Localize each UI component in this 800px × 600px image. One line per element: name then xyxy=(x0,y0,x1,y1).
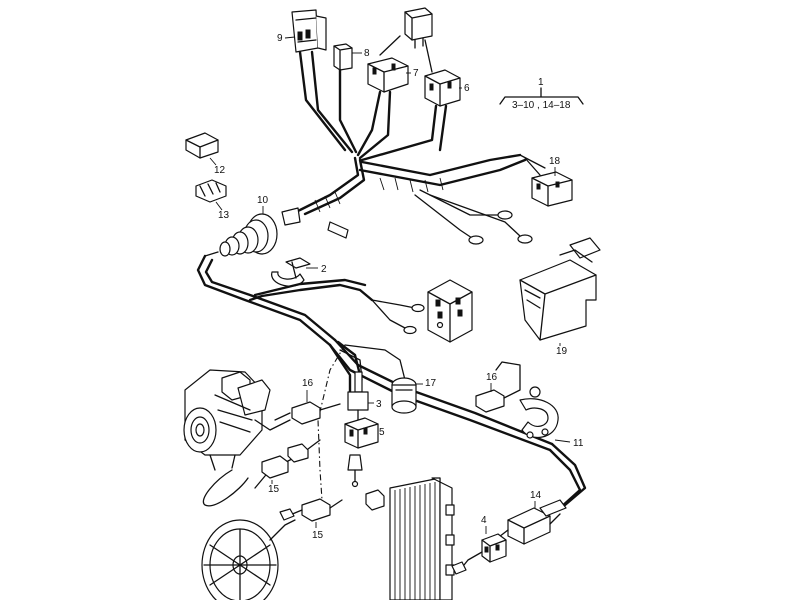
callout-17: 17 xyxy=(425,378,437,389)
main-harness xyxy=(281,153,546,245)
callout-15-b: 15 xyxy=(312,530,324,541)
connector-4-icon xyxy=(451,533,507,575)
callout-15-a: 15 xyxy=(268,484,280,495)
lower-harness xyxy=(196,254,587,510)
sensor-16-left-icon xyxy=(274,401,341,425)
callout-8: 8 xyxy=(364,48,370,59)
connector-15-b-icon xyxy=(279,498,343,522)
callout-4: 4 xyxy=(481,515,487,526)
relay-base-6-icon xyxy=(424,69,461,107)
grommet-10-icon xyxy=(204,213,278,257)
callout-16-right: 16 xyxy=(486,372,498,383)
callout-3: 3 xyxy=(376,399,382,410)
callout-11: 11 xyxy=(573,438,584,449)
callout-10: 10 xyxy=(257,195,269,206)
sensor-probe-icon xyxy=(347,454,363,488)
relay-panel-icon xyxy=(427,279,473,343)
connector-14-icon xyxy=(494,499,567,545)
connector-15-a-icon xyxy=(254,439,321,489)
connector-9-icon xyxy=(291,9,327,53)
sensor-16-right-icon xyxy=(475,361,521,413)
relay-cluster: 9 8 7 6 xyxy=(277,7,470,162)
relay-base-7-icon xyxy=(367,57,409,93)
clip-12-icon xyxy=(185,132,219,159)
bracket-11-icon xyxy=(519,386,559,439)
switch-17-icon xyxy=(391,377,417,414)
callout-5: 5 xyxy=(379,427,385,438)
connector-18-icon xyxy=(531,171,573,207)
cover-19-icon xyxy=(519,237,601,341)
relay-icon xyxy=(404,7,433,49)
callout-14: 14 xyxy=(530,490,542,501)
callout-12: 12 xyxy=(214,165,226,176)
group-label-1: 1 3–10 , 14–18 xyxy=(499,77,584,111)
callout-7: 7 xyxy=(413,68,419,79)
radiator-fan-icon xyxy=(201,519,296,600)
group-range-label: 3–10 , 14–18 xyxy=(512,100,571,111)
clamp-2-icon xyxy=(271,257,311,287)
ac-compressor-icon xyxy=(183,369,291,471)
callout-13: 13 xyxy=(218,210,230,221)
callout-19: 19 xyxy=(556,346,568,357)
callout-2: 2 xyxy=(321,264,327,275)
callout-18: 18 xyxy=(549,156,561,167)
callout-9: 9 xyxy=(277,33,283,44)
clip-13-icon xyxy=(195,179,227,203)
sender-3-icon xyxy=(347,371,369,423)
radiator-icon xyxy=(389,477,455,600)
callout-1: 1 xyxy=(538,77,544,88)
callout-6: 6 xyxy=(464,83,470,94)
plug-icon xyxy=(365,489,385,511)
connector-8-icon xyxy=(333,43,353,71)
connector-5-icon xyxy=(344,417,379,449)
callout-16-left: 16 xyxy=(302,378,314,389)
